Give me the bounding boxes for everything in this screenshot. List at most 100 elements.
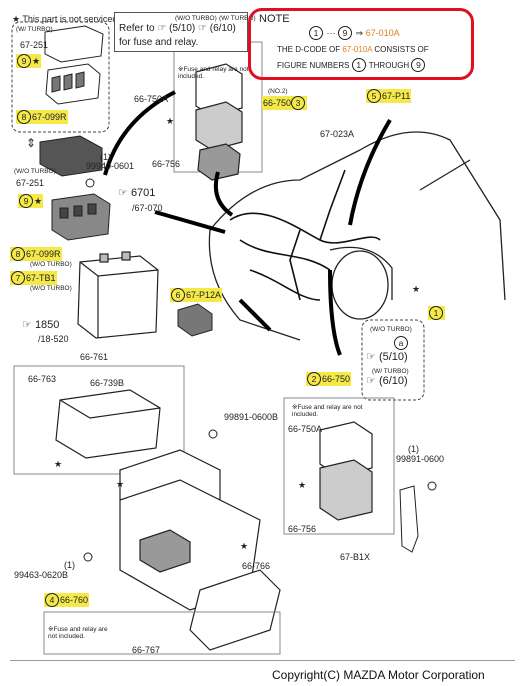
relay-note-bottom: ※Fuse and relay are not included. (292, 404, 363, 418)
part-67-b1x[interactable]: 67-B1X (340, 552, 371, 562)
star-icon-a: ★ (166, 116, 175, 126)
part-66-761[interactable]: 66-761 (80, 352, 109, 362)
part-67-070[interactable]: /67-070 (132, 203, 163, 213)
callout-1[interactable]: 1 (428, 306, 445, 320)
circle-9: 9 (17, 54, 31, 68)
ref-arrow-icon-3: ☞ (118, 187, 128, 199)
service-note: ★ This part is not serviced (12, 14, 118, 24)
part-6701[interactable]: ☞ 6701 (118, 187, 155, 199)
note-circle-1b: 1 (351, 58, 366, 72)
a-label: a (394, 336, 409, 350)
ref-arrow-icon-2: ☞ (198, 23, 207, 34)
part-66-750-bot: 66-750 (322, 374, 351, 384)
star-icon-d: ★ (116, 479, 125, 489)
footer-rule (10, 660, 515, 661)
circle-8-mid: 8 (11, 247, 25, 261)
circle-8: 8 (17, 110, 31, 124)
ref-6-10-right[interactable]: ☞ (6/10) (366, 375, 408, 387)
bolt-99940-0601 (85, 178, 95, 188)
part-67-p12a: 67-P12A (186, 290, 222, 300)
wo-turbo-right: (W/O TURBO) (370, 326, 412, 333)
part-66-760: 66-760 (60, 595, 89, 605)
callout-9-mid[interactable]: 9★ (18, 194, 44, 208)
ref-6-10-right-text: (6/10) (378, 375, 408, 387)
relay-box-bottom-frame (283, 397, 395, 535)
circle-a: a (394, 336, 408, 350)
no2-label: (NO.2) (268, 88, 288, 95)
cover-66-761 (55, 389, 161, 459)
part-99891-0600[interactable]: 99891-0600 (396, 454, 445, 464)
part-66-756-bot[interactable]: 66-756 (288, 524, 317, 534)
relay-note-lower: ※Fuse and relay are not included. (48, 626, 108, 640)
wiring-harness (229, 169, 381, 301)
note-title: NOTE (259, 13, 290, 25)
part-66-766[interactable]: 66-766 (242, 561, 271, 571)
relay-box-no2 (195, 63, 243, 181)
part-66-763[interactable]: 66-763 (28, 374, 57, 384)
callout-9-top[interactable]: 9★ (16, 54, 42, 68)
circle-1: 1 (429, 306, 443, 320)
note-box: NOTE 1 ··· 9 ⇒ 67-010A THE D-CODE OF 67-… (248, 8, 474, 80)
part-18-520[interactable]: /18-520 (38, 334, 69, 344)
wo-turbo-label-2: (W/O TURBO) (30, 261, 72, 268)
note-line3-mid: THROUGH (368, 61, 410, 70)
ref-5-10-right[interactable]: ☞ (5/10) (366, 352, 408, 363)
circle-3: 3 (291, 96, 306, 110)
part-1850[interactable]: ☞ 1850 (22, 319, 60, 331)
arrow-updown-icon: ⇕ (26, 136, 37, 150)
ref-5-10[interactable]: (5/10) (169, 23, 196, 34)
ref-6-10[interactable]: (6/10) (209, 23, 236, 34)
part-67-tb1: 67-TB1 (26, 273, 56, 283)
circle-7: 7 (11, 271, 25, 285)
part-67-251-b[interactable]: 67-251 (16, 178, 45, 188)
part-66-750a-top[interactable]: 66-750A (134, 94, 169, 104)
circle-4: 4 (45, 593, 59, 607)
part-66-750a-bot[interactable]: 66-750A (288, 424, 323, 434)
lower-fuse-note-frame (43, 611, 281, 655)
star-icon-2: ★ (34, 196, 43, 206)
star-icon-b: ★ (412, 284, 421, 294)
wo-turbo-label-3: (W/O TURBO) (30, 285, 72, 292)
wo-turbo-small: (W/O TURBO) (175, 15, 217, 22)
wo-turbo-label: (W/O TURBO) (14, 168, 56, 175)
circle-5: 5 (367, 89, 381, 103)
car-outline (208, 131, 506, 341)
w-turbo-small: (W/ TURBO) (219, 15, 256, 22)
note-line2-post: CONSISTS OF (374, 45, 429, 54)
ref-text-line: Refer to ☞ (5/10) ☞ (6/10) (119, 23, 236, 35)
part-1850-text: 1850 (34, 319, 60, 331)
part-66-750-top: 66-750 (263, 98, 292, 108)
relay-box-bottom (319, 421, 373, 521)
bracket-67-b1x (399, 485, 419, 553)
part-99940-0601[interactable]: 99940-0601 (86, 161, 135, 171)
note-line1: 1 ··· 9 ⇒ 67-010A (309, 26, 400, 40)
part-66-756-top[interactable]: 66-756 (152, 159, 181, 169)
connector-p12a (177, 303, 213, 337)
part-67-251-a[interactable]: 67-251 (20, 40, 49, 50)
circle-6: 6 (171, 288, 185, 302)
note-line3-pre: FIGURE NUMBERS (277, 61, 350, 70)
relay-block (51, 193, 111, 241)
note-line2-pre: THE D-CODE OF (277, 45, 341, 54)
part-99463-0620b[interactable]: 99463-0620B (14, 570, 69, 580)
part-67-023a[interactable]: 67-023A (320, 129, 355, 139)
part-99891-0600b[interactable]: 99891-0600B (224, 412, 279, 422)
relay-note-top: ※Fuse and relay are not included. (178, 66, 249, 80)
part-66-739b[interactable]: 66-739B (90, 378, 125, 388)
note-line3: FIGURE NUMBERS 1 THROUGH 9 (277, 58, 426, 72)
bolt-99463-0620b (83, 552, 93, 562)
copyright: Copyright(C) MAZDA Motor Corporation (272, 668, 485, 682)
qty-99940: (1) (100, 152, 111, 162)
w-turbo-right: (W/ TURBO) (372, 368, 409, 375)
arrow-right-icon: ⇒ (355, 28, 364, 38)
bolt-99891-0600b (208, 429, 218, 439)
part-66-767[interactable]: 66-767 (132, 645, 161, 655)
